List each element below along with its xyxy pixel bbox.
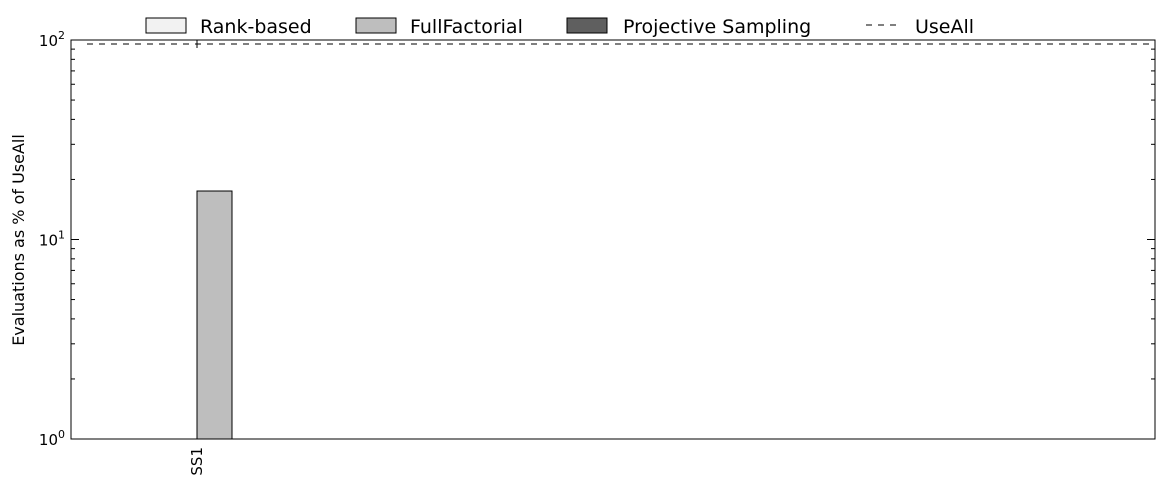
plot-frame <box>70 39 1156 440</box>
x-axis-ticks: SS1 <box>188 40 206 476</box>
y-axis-ticks: 100 101 102 <box>39 29 1155 449</box>
legend: Rank-based FullFactorial Projective Samp… <box>145 16 974 38</box>
legend-swatch-rank-based <box>145 17 187 34</box>
legend-swatch-fullfactorial <box>355 17 397 34</box>
bars <box>196 190 233 440</box>
legend-label-rank-based: Rank-based <box>200 16 312 38</box>
legend-label-fullfactorial: FullFactorial <box>410 16 523 38</box>
y-tick-label: 100 <box>39 428 65 449</box>
x-tick-label: SS1 <box>188 447 206 476</box>
y-tick-label: 102 <box>39 29 65 50</box>
legend-swatch-projective-sampling <box>566 17 608 34</box>
y-tick-label: 101 <box>39 229 65 250</box>
legend-label-useall: UseAll <box>915 16 974 38</box>
legend-label-projective-sampling: Projective Sampling <box>623 16 811 38</box>
y-axis-label: Evaluations as % of UseAll <box>9 134 28 346</box>
bar-fullfactorial <box>196 190 233 440</box>
